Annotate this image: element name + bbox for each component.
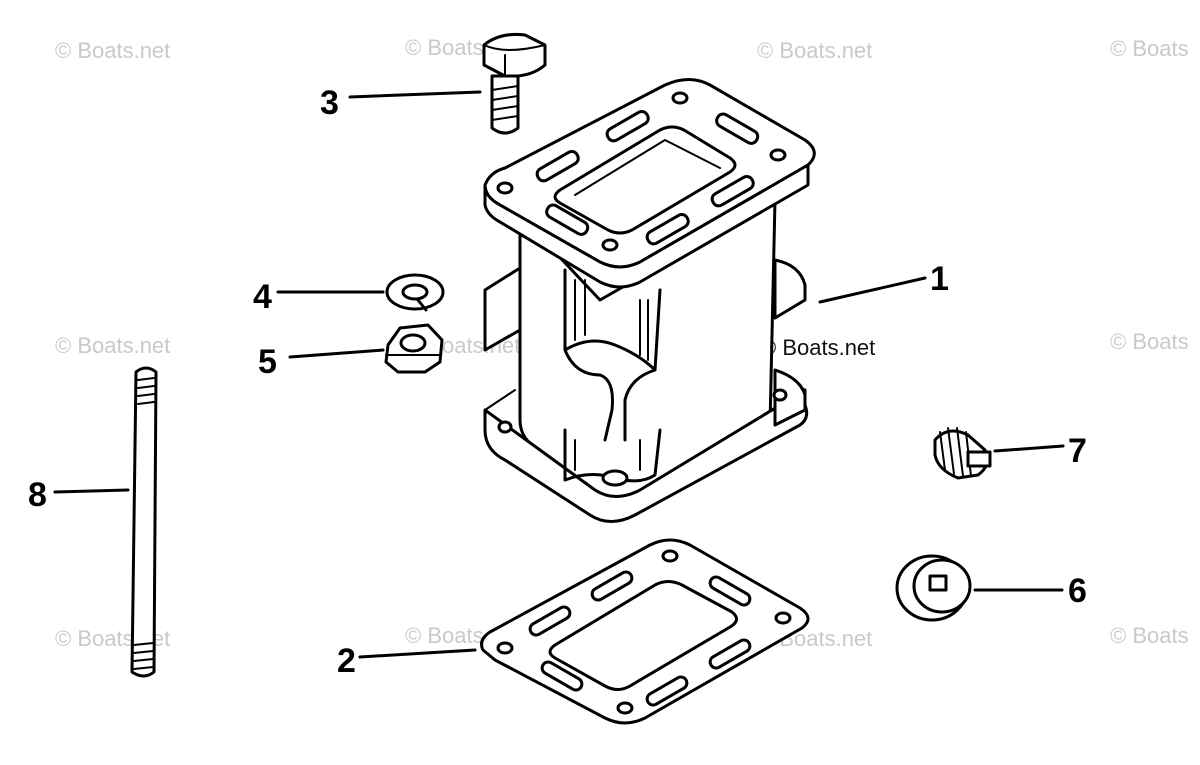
watermark: © Boats	[1110, 623, 1189, 648]
callout-2: 2	[337, 642, 356, 680]
part-5-nut	[384, 323, 444, 374]
watermark: © Boats	[1110, 36, 1189, 61]
callout-5: 5	[258, 343, 277, 381]
part-8-stud	[130, 366, 158, 678]
callout-6: 6	[1068, 572, 1087, 610]
watermark: © Boats.net	[757, 38, 873, 63]
part-1-riser	[483, 78, 816, 523]
callout-1: 1	[930, 260, 949, 298]
part-4-lock-washer	[385, 273, 445, 312]
part-6-plug	[895, 554, 972, 622]
callout-4: 4	[253, 278, 272, 316]
watermark-center: © Boats.net	[760, 335, 876, 360]
callout-3: 3	[320, 84, 339, 122]
part-7-plug	[933, 427, 992, 480]
watermark: © Boats	[1110, 329, 1189, 354]
part-3-bolt	[482, 33, 547, 135]
part-2-gasket	[480, 538, 810, 725]
callout-7: 7	[1068, 432, 1087, 470]
callout-8: 8	[28, 476, 47, 514]
leader-lines	[53, 90, 1065, 659]
watermark: © Boats.net	[55, 333, 171, 358]
watermark: © Boats.net	[55, 38, 171, 63]
